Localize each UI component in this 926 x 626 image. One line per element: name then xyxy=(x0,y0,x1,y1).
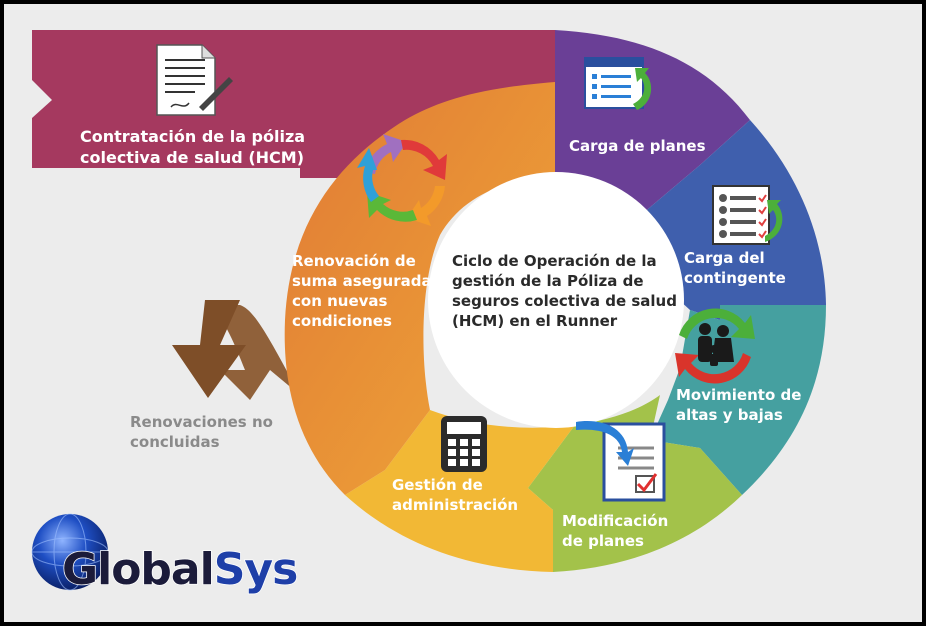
step-label-carga-contingente: Carga del contingente xyxy=(684,249,786,287)
step-label-line: contingente xyxy=(684,269,786,287)
step-label-line: Carga del xyxy=(684,249,765,267)
step-segment-movimiento xyxy=(650,305,826,495)
step-label-renovacion: Renovación de suma asegurada con nuevas con… xyxy=(292,252,432,330)
center-title: Ciclo de Operación de la gestión de la Pó… xyxy=(452,252,677,330)
family-cycle-icon xyxy=(675,308,755,384)
renew-cycle-icon xyxy=(357,134,447,226)
step-label-line: Carga de planes xyxy=(569,137,706,155)
step-label-line: administración xyxy=(392,496,518,514)
step-label-gestion: Gestión de administración xyxy=(392,476,518,514)
cycle-center xyxy=(428,172,684,428)
step-label-contratacion: Contratación de la póliza colectiva de sa… xyxy=(80,127,305,167)
upload-list-icon xyxy=(584,57,652,110)
step-label-line: colectiva de salud (HCM) xyxy=(80,148,304,167)
text-line: (HCM) en el Runner xyxy=(452,312,618,330)
step-label-line: Renovación de xyxy=(292,252,416,270)
globalsys-logo: GlobalSys xyxy=(31,513,299,596)
step-label-line: altas y bajas xyxy=(676,406,783,424)
step-label-line: con nuevas xyxy=(292,292,388,310)
edit-document-icon xyxy=(576,421,666,502)
logo-part1: Global xyxy=(62,544,214,595)
step-label-line: de planes xyxy=(562,532,644,550)
step-label-line: Movimiento de xyxy=(676,386,801,404)
step-label-movimiento: Movimiento de altas y bajas xyxy=(676,386,801,424)
text-line: gestión de la Póliza de xyxy=(452,272,644,290)
non-renewal-arrow xyxy=(172,300,300,400)
side-note-non-renewals: Renovaciones no concluidas xyxy=(130,413,273,451)
contract-document-icon xyxy=(156,44,233,116)
step-label-modificacion: Modificación de planes xyxy=(562,512,668,550)
text-line: Ciclo de Operación de la xyxy=(452,252,657,270)
step-label-line: condiciones xyxy=(292,312,392,330)
step-label-line: Modificación xyxy=(562,512,668,530)
svg-text:GlobalSys: GlobalSys xyxy=(62,544,297,595)
logo-part2: Sys xyxy=(214,544,298,595)
text-line: Renovaciones no xyxy=(130,413,273,431)
calculator-icon xyxy=(441,416,487,472)
step-label-carga-planes: Carga de planes xyxy=(569,137,706,155)
text-line: concluidas xyxy=(130,433,220,451)
text-line: seguros colectiva de salud xyxy=(452,292,677,310)
step-segment-renovacion xyxy=(284,82,555,495)
cycle-ring xyxy=(284,30,826,572)
checklist-icon xyxy=(712,185,783,245)
step-segment-gestion xyxy=(345,410,575,572)
step-label-line: suma asegurada xyxy=(292,272,432,290)
step-label-line: Gestión de xyxy=(392,476,483,494)
step-label-line: Contratación de la póliza xyxy=(80,127,305,146)
